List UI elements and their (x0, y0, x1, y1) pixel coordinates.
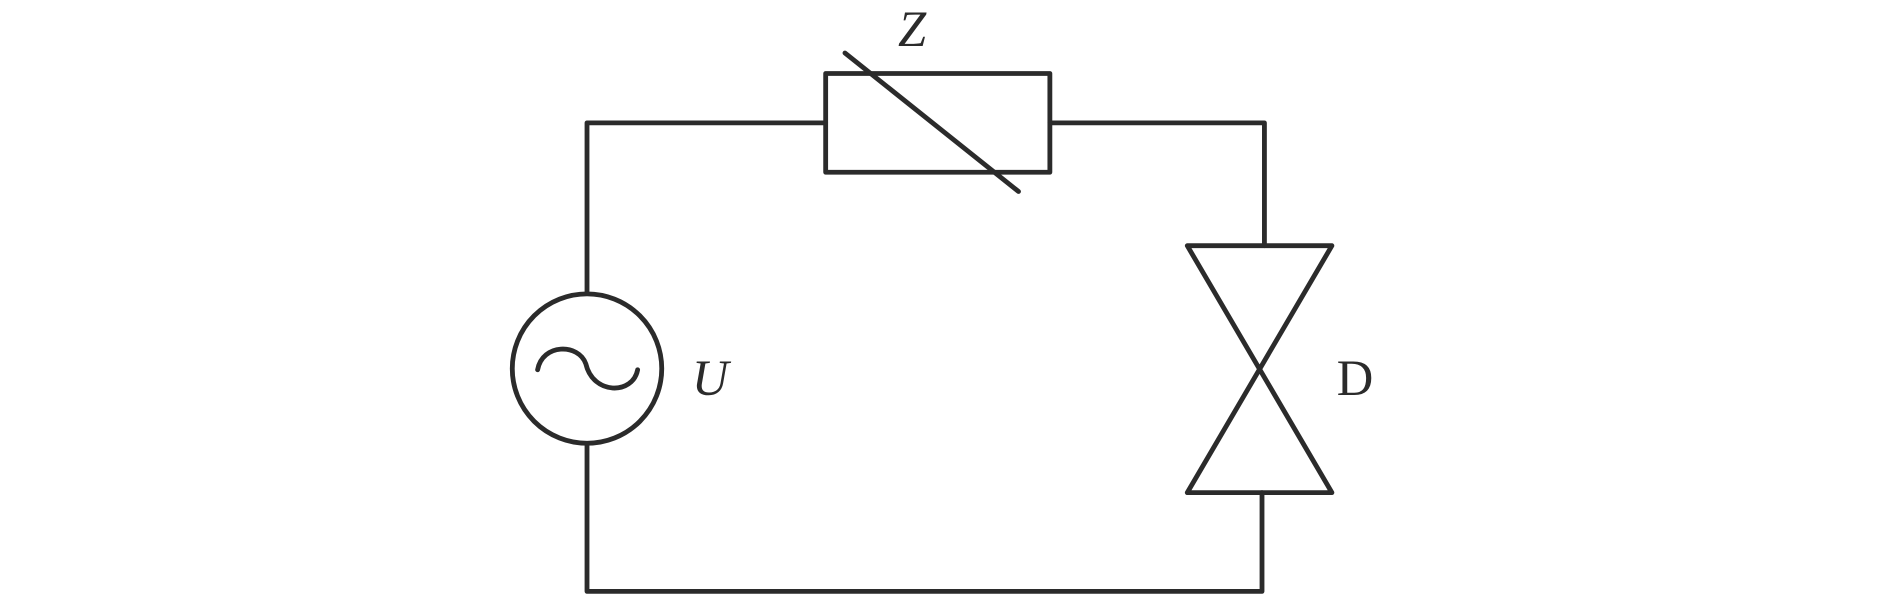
wire-left-top (584, 120, 829, 294)
impedance-box (823, 71, 1053, 175)
source-circle (509, 291, 665, 446)
sine-wave-icon (535, 346, 641, 391)
variable-arrow-line (842, 50, 1021, 194)
bowtie-symbol (1184, 243, 1335, 496)
wire-right-top (1047, 120, 1267, 249)
impedance-label: Z (898, 1, 927, 57)
wires (584, 120, 1267, 594)
ac-source-u: U (509, 291, 732, 446)
device-label: D (1337, 350, 1374, 406)
device-d: D (1184, 243, 1374, 496)
source-label: U (692, 350, 732, 406)
impedance-z: Z (823, 1, 1053, 194)
wire-bottom (584, 443, 1265, 594)
